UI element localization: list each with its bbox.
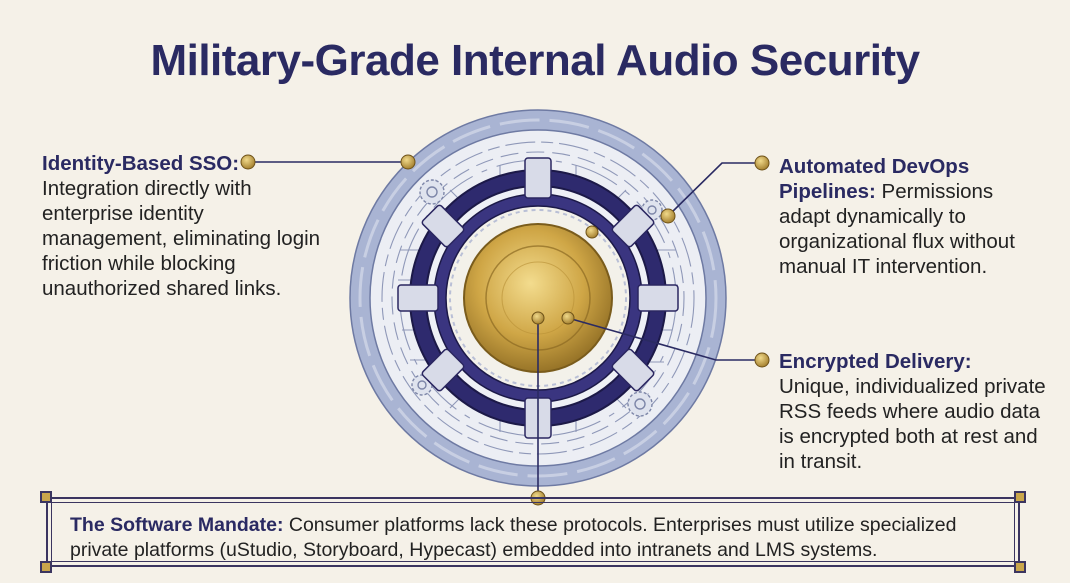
callout-sso-body: Integration directly with enterprise ide… [42, 177, 321, 300]
frame-corner [40, 491, 52, 503]
connector-lines [254, 161, 762, 498]
frame-corner [1014, 561, 1026, 573]
callout-devops-pipelines: Automated DevOps Pipelines: Permissions … [779, 154, 1039, 279]
frame-corner [1014, 491, 1026, 503]
callout-encrypted-title: Encrypted Delivery: [779, 350, 972, 373]
software-mandate: The Software Mandate: Consumer platforms… [70, 513, 1010, 563]
mandate-title: The Software Mandate: [70, 514, 284, 536]
callout-devops-body: Permissions adapt dynamically to organiz… [779, 180, 1015, 278]
callout-encrypted-body: Unique, individualized private RSS feeds… [779, 375, 1046, 473]
page-title: Military-Grade Internal Audio Security [150, 36, 920, 85]
callout-identity-sso: Identity-Based SSO: Integration directly… [42, 151, 327, 301]
frame-corner [40, 561, 52, 573]
mandate-body: Consumer platforms lack these protocols.… [70, 514, 957, 561]
callout-sso-title: Identity-Based SSO: [42, 152, 240, 175]
lock-clamps [397, 157, 679, 439]
gold-core [463, 223, 613, 373]
gear-icon [411, 179, 663, 417]
connector-dots [240, 154, 770, 506]
callout-encrypted-delivery: Encrypted Delivery: Unique, individualiz… [779, 349, 1049, 474]
callout-devops-title: Automated DevOps Pipelines: [779, 155, 970, 203]
mandate-frame [40, 491, 1026, 573]
